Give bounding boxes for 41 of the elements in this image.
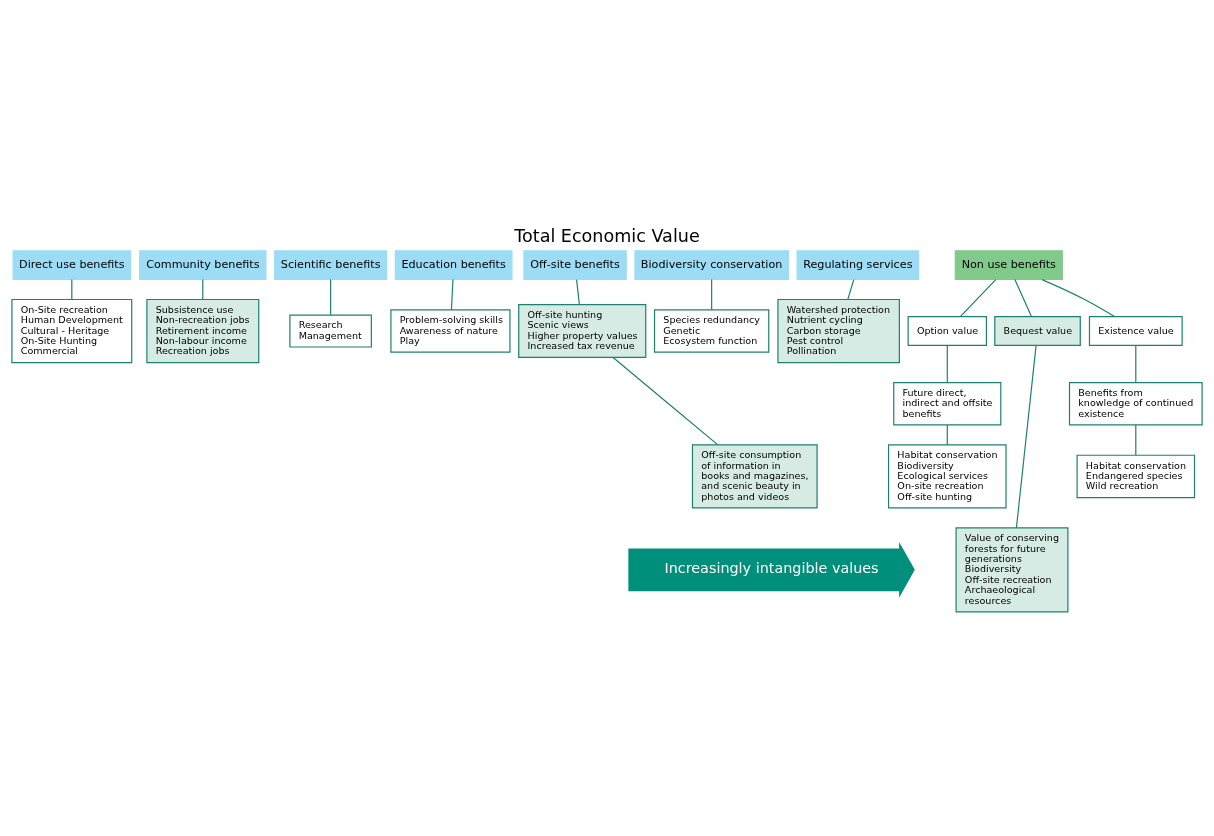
node-box: Habitat conservation Biodiversity Ecological services On-site recreation Off-site hunting [887,443,1007,509]
node-box: On-Site recreation Human Development Cultural - Heritage On-Site Hunting Commercial [11,298,133,363]
connector [71,278,73,300]
connector [1015,344,1037,528]
node-box: Benefits from knowledge of continued existence [1068,381,1203,425]
connector [1135,423,1137,456]
node-box: Biodiversity conservation [634,249,789,280]
connector [959,278,997,317]
node-box: Community benefits [139,249,267,280]
node-box: Value of conserving forests for future generations Biodiversity Off-site recreation Archaeological resources [955,526,1069,612]
diagram-title: Total Economic Value [514,225,700,246]
node-box: Off-site consumption of information in books and magazines, and scenic beauty in photos and videos [691,443,818,509]
connector [612,356,719,445]
node-box: Off-site hunting Scenic views Higher property values Increased tax revenue [518,303,647,358]
connector [1041,278,1116,317]
node-box: Existence value [1088,315,1183,346]
connector [847,278,855,300]
connector [1014,278,1033,317]
node-box: Direct use benefits [12,249,132,280]
connector [202,278,204,300]
node-box: Off-site benefits [523,249,627,280]
node-box: Watershed protection Nutrient cycling Carbon storage Pest control Pollination [777,298,900,363]
node-box: Regulating services [796,249,920,280]
connector [711,278,713,310]
node-box: Habitat conservation Endangered species Wild recreation [1076,454,1196,498]
connector [575,278,580,305]
node-box: Species redundancy Genetic Ecosystem function [653,308,770,353]
node-box: Non use benefits [954,249,1063,280]
node-box: Future direct, indirect and offsite benefits [893,381,1002,425]
node-box: Subsistence use Non-recreation jobs Retirement income Non-labour income Recreation jobs [146,298,260,363]
connector [450,278,454,310]
node-box: Scientific benefits [274,249,388,280]
connector [330,278,332,316]
node-box: Bequest value [994,315,1081,346]
connector [946,423,948,445]
connector [946,344,948,383]
node-box: Education benefits [394,249,513,280]
node-box: Problem-solving skills Awareness of nature Play [390,308,511,353]
node-box: Option value [907,315,987,346]
node-box: Research Management [289,313,372,348]
connector [1135,344,1137,383]
